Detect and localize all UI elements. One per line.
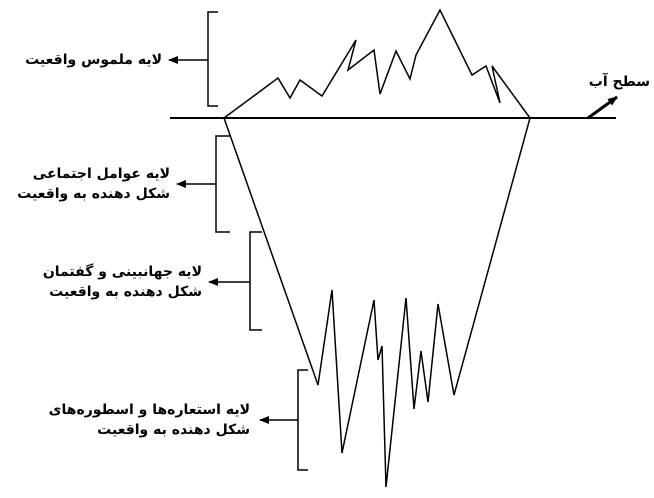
layer-2-label-line-1: لایه عوامل اجتماعی <box>32 166 170 182</box>
layer-3-label: لایه جهانبینی و گفتمان شکل دهنده به واقع… <box>43 262 202 302</box>
layer-2-label: لایه عوامل اجتماعی شکل دهنده به واقعیت <box>17 164 170 204</box>
layer-1-bracket <box>207 11 218 107</box>
layer-2-bracket <box>215 135 230 233</box>
layer-2-label-line-2: شکل دهنده به واقعیت <box>17 186 170 202</box>
water-surface-text: سطح آب <box>588 74 650 90</box>
layer-4-label: لایه استعاره‌ها و اسطوره‌های شکل دهنده ب… <box>49 400 250 440</box>
layer-3-bracket <box>249 231 262 331</box>
iceberg-tip <box>223 8 531 119</box>
layer-4-bracket <box>297 369 308 471</box>
layer-1-label: لایه ملموس واقعیت <box>25 50 162 70</box>
layer-3-label-line-2: شکل دهنده به واقعیت <box>49 284 202 300</box>
layer-3-label-line-1: لایه جهانبینی و گفتمان <box>42 264 202 280</box>
layer-4-label-line-1: لایه استعاره‌ها و اسطوره‌های <box>48 402 250 418</box>
layer-4-label-line-2: شکل دهنده به واقعیت <box>97 422 250 438</box>
water-surface-arrow <box>587 95 618 120</box>
water-surface-label: سطح آب <box>589 72 650 92</box>
iceberg-submerged-body <box>223 117 531 488</box>
layer-1-label-line-1: لایه ملموس واقعیت <box>25 52 162 68</box>
